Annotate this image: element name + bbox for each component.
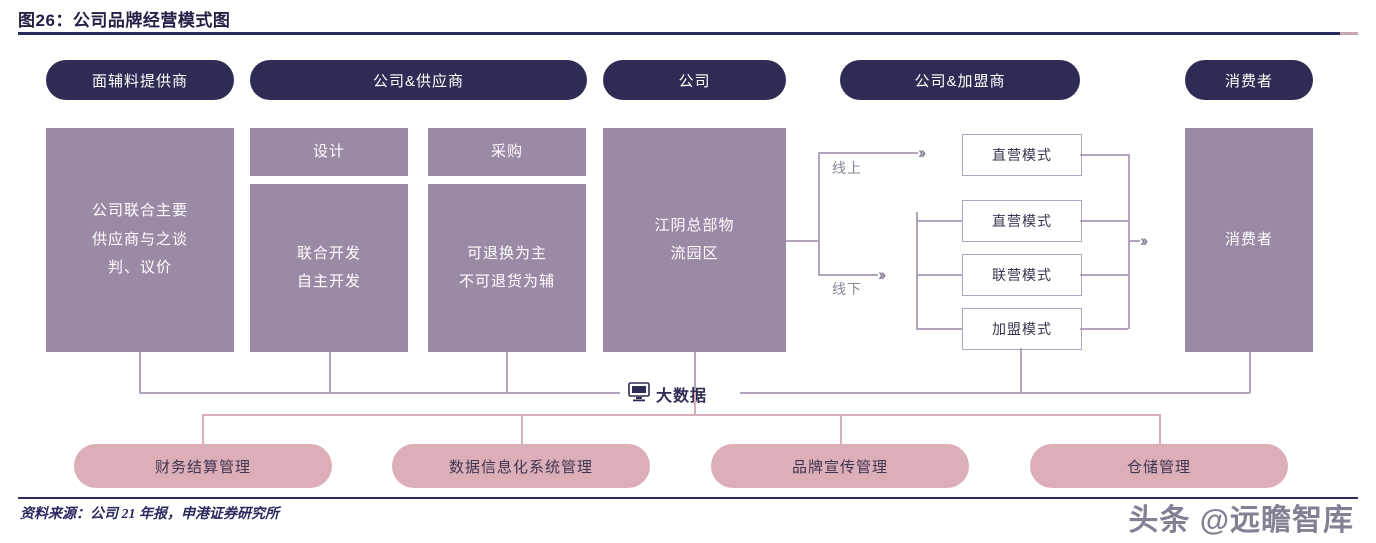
channel-box-4: 加盟模式 [962,308,1082,350]
stage-pill-label: 消费者 [1224,72,1273,90]
block-supplier-negotiation: 公司联合主要 供应商与之谈 判、议价 [46,128,234,352]
block-consumer: 消费者 [1185,128,1313,352]
pink-drop-3 [840,414,842,444]
source-note: 资料来源：公司 21 年报，申港证券研究所 [20,507,279,522]
stage-pill-5: 消费者 [1185,60,1313,100]
block-design-header: 设计 [250,128,408,176]
channel-box-label: 直营模式 [992,147,1052,163]
connector-offline-branch [818,274,878,276]
footer-divider [18,497,1358,499]
bus-drop-consumer [1249,352,1251,393]
block-label: 消费者 [1224,230,1273,248]
pink-drop-2 [521,414,523,444]
channel-box-label: 直营模式 [992,213,1052,229]
block-label: 公司联合主要 供应商与之谈 判、议价 [91,202,188,277]
stage-pill-3: 公司 [603,60,786,100]
block-logistics-park: 江阴总部物 流园区 [603,128,786,352]
stage-pill-label: 公司 [678,72,711,90]
bigdata-bus-right [740,392,1250,394]
watermark: 头条 @远瞻智库 [1128,504,1354,537]
page-title: 图26：公司品牌经营模式图 [18,11,231,30]
management-item-4: 仓储管理 [1030,444,1288,488]
channel-box-label: 联营模式 [992,267,1052,283]
management-item-label: 仓储管理 [1126,458,1191,476]
bus-drop-supplier [139,352,141,393]
pink-bus [202,414,1160,416]
connector-offline-bracket [916,212,918,328]
management-item-label: 财务结算管理 [154,458,251,476]
management-item-1: 财务结算管理 [74,444,332,488]
pink-drop-4 [1159,414,1161,444]
connector-offline-to-box2 [916,220,962,222]
stage-pill-4: 公司&加盟商 [840,60,1080,100]
stage-pill-label: 公司&供应商 [372,72,464,90]
connector-merge-to-consumer [1128,240,1140,242]
management-item-2: 数据信息化系统管理 [392,444,650,488]
bus-drop-purchase [506,352,508,393]
connector-online-branch [818,152,918,154]
pink-bus-stem [694,392,696,414]
connector-split-vertical [818,152,820,276]
figure-header: 图26：公司品牌经营模式图 [18,6,1358,36]
connector-box3-out [1080,274,1128,276]
block-label: 采购 [490,142,523,160]
block-label: 可退换为主 不可退货为辅 [458,244,555,291]
arrow-offline-icon: ›› [878,265,887,284]
connector-box4-out [1080,328,1128,330]
block-purchase-body: 可退换为主 不可退货为辅 [428,184,586,352]
channel-label-online: 线上 [832,160,862,176]
block-purchase-header: 采购 [428,128,586,176]
bigdata-label: 大数据 [656,388,708,405]
channel-box-label: 加盟模式 [992,321,1052,337]
channel-box-3: 联营模式 [962,254,1082,296]
stage-pill-label: 面辅料提供商 [91,72,188,90]
channel-box-1: 直营模式 [962,134,1082,176]
channel-label-offline: 线下 [832,281,862,297]
management-item-label: 数据信息化系统管理 [448,458,593,476]
stage-pill-label: 公司&加盟商 [914,72,1006,90]
block-label: 设计 [312,142,345,160]
bus-drop-channel [1020,348,1022,393]
arrow-consumer-icon: ›› [1140,231,1149,250]
channel-box-2: 直营模式 [962,200,1082,242]
connector-offline-to-box3 [916,274,962,276]
monitor-icon [628,382,650,402]
connector-offline-to-box4 [916,328,962,330]
pink-drop-1 [202,414,204,444]
block-label: 江阴总部物 流园区 [654,216,735,263]
connector-offline-bracket-cap [916,212,918,214]
bigdata-bus-left [139,392,620,394]
block-design-body: 联合开发 自主开发 [250,184,408,352]
connector-box1-out [1080,154,1128,156]
stage-pill-1: 面辅料提供商 [46,60,234,100]
stage-pill-2: 公司&供应商 [250,60,587,100]
management-item-label: 品牌宣传管理 [791,458,888,476]
title-divider [18,32,1340,35]
bus-drop-logistics [694,352,696,393]
title-divider-accent [1340,32,1358,35]
connector-logistics-trunk [786,240,818,242]
block-label: 联合开发 自主开发 [296,244,361,291]
bus-drop-design [329,352,331,393]
connector-box2-out [1080,220,1128,222]
connector-right-merge [1128,154,1130,329]
arrow-online-icon: ›› [918,143,927,162]
management-item-3: 品牌宣传管理 [711,444,969,488]
